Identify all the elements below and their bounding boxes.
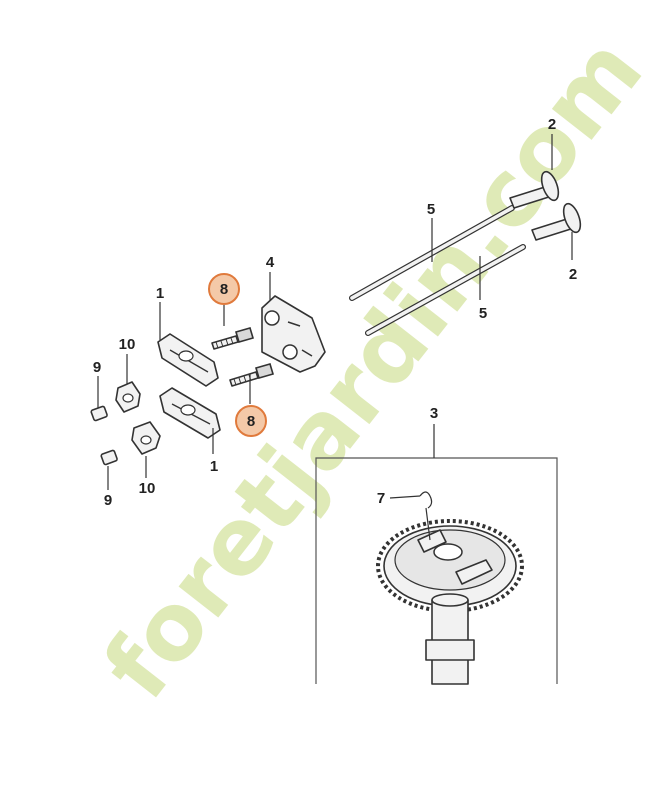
rocker-arm-upper (157, 333, 219, 387)
callout-1-upper: 1 (156, 285, 164, 302)
rocker-arm-lower (159, 387, 221, 439)
callout-2-lower: 2 (569, 266, 577, 283)
leader-lines (97, 134, 573, 499)
callout-10-upper: 10 (119, 336, 136, 353)
stud-lower (229, 363, 274, 387)
callout-8-upper: 8 (220, 281, 228, 298)
adjusting-nut-upper (115, 381, 141, 413)
rocker-pin-upper (509, 170, 560, 209)
watermark: foretjardin.com (83, 18, 652, 719)
callouts: 2 2 5 5 4 1 1 8 8 10 10 9 9 3 7 (93, 116, 577, 509)
stud-upper (211, 327, 254, 350)
rocker-pin-lower (531, 202, 582, 241)
callout-8-lower: 8 (247, 413, 255, 430)
callout-9-lower: 9 (104, 492, 112, 509)
callout-5-lower: 5 (479, 305, 487, 322)
callout-4: 4 (266, 254, 275, 271)
callout-5-upper: 5 (427, 201, 435, 218)
callout-8-upper-highlight: 8 (208, 273, 240, 305)
callout-9-upper: 9 (93, 359, 101, 376)
adjusting-nut-lower (131, 421, 161, 455)
callout-8-lower-highlight: 8 (235, 405, 267, 437)
callout-3: 3 (430, 405, 438, 422)
callout-7: 7 (377, 490, 385, 507)
watermark-text: foretjardin.com (83, 18, 652, 719)
callout-1-lower: 1 (210, 458, 218, 475)
set-screw-lower (100, 449, 118, 466)
camshaft-detail (315, 457, 558, 685)
set-screw-upper (90, 405, 108, 422)
callout-10-lower: 10 (139, 480, 156, 497)
callout-2-upper: 2 (548, 116, 556, 133)
guide-plate (261, 295, 326, 373)
